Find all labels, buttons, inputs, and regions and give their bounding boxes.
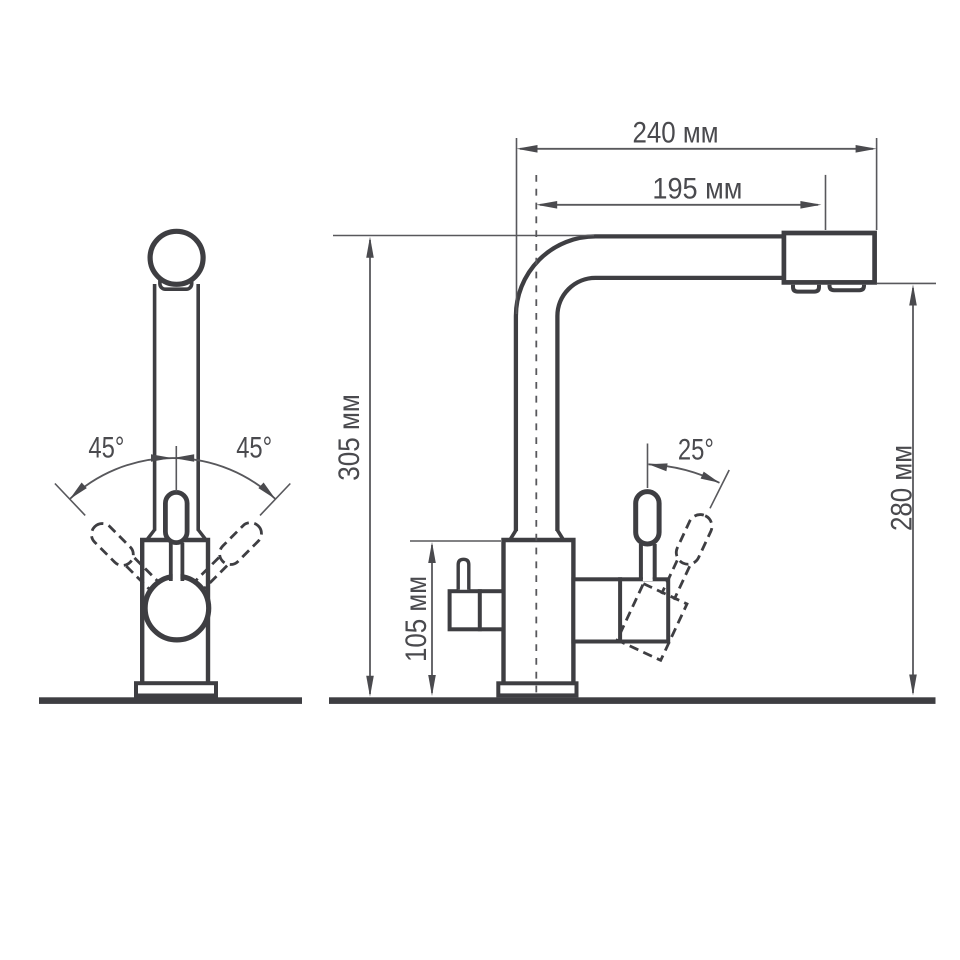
svg-text:45°: 45° <box>236 432 272 465</box>
svg-text:105 мм: 105 мм <box>400 576 433 662</box>
svg-text:280 мм: 280 мм <box>886 445 919 531</box>
svg-text:195 мм: 195 мм <box>652 172 742 205</box>
svg-text:25°: 25° <box>678 433 714 466</box>
svg-text:240 мм: 240 мм <box>633 117 719 150</box>
svg-text:305 мм: 305 мм <box>333 394 366 481</box>
svg-text:45°: 45° <box>88 432 124 465</box>
